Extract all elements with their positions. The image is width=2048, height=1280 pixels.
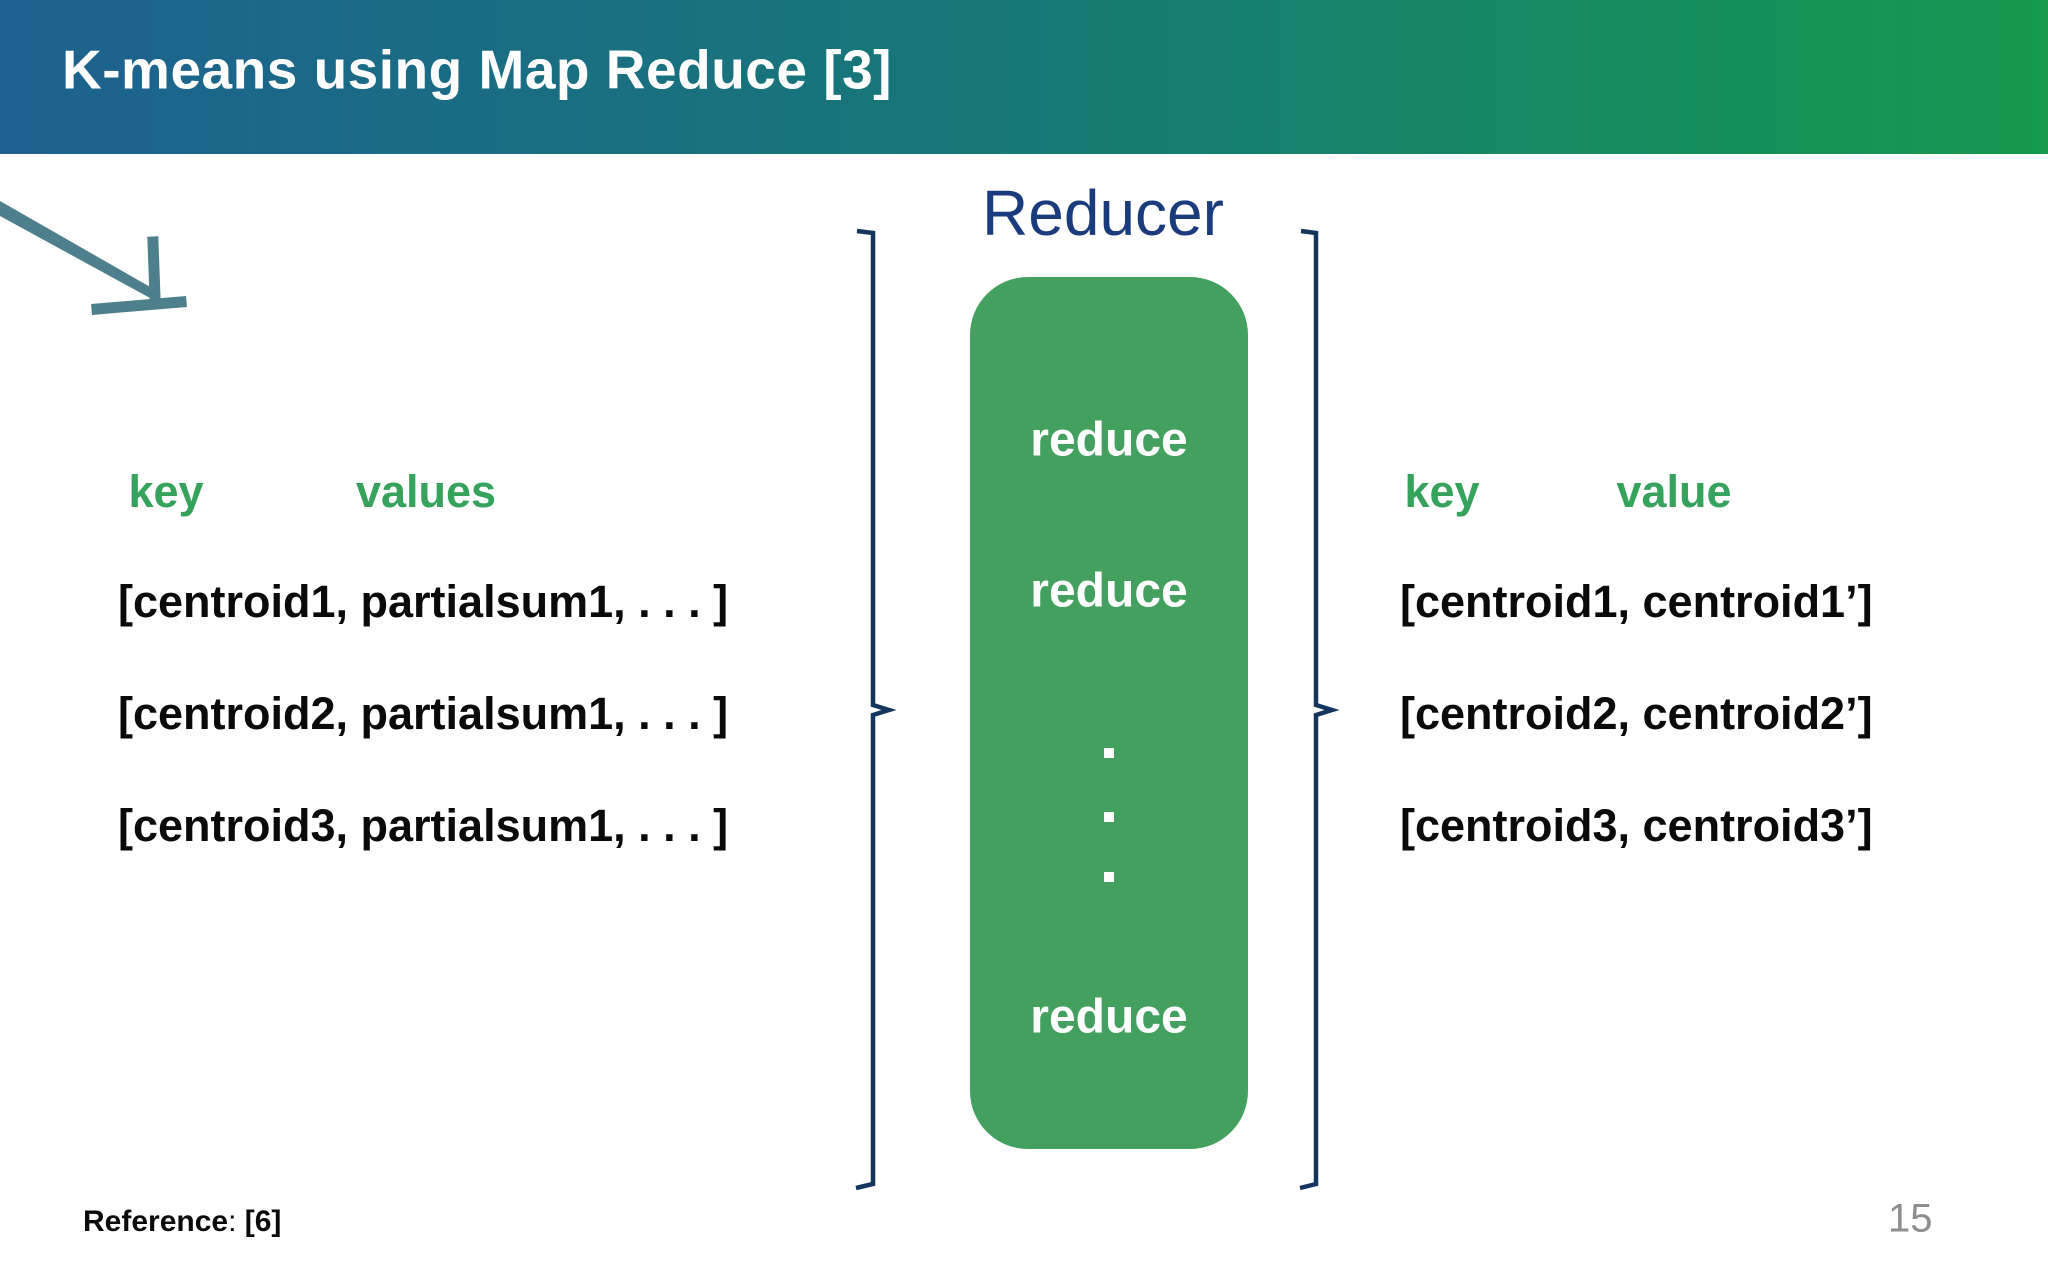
output-value-header: value <box>1616 466 1732 517</box>
ellipsis-dot <box>1104 748 1114 758</box>
reference-label: Reference <box>83 1205 229 1238</box>
reference-line: Reference: [6] <box>83 1205 281 1239</box>
input-values-header: values <box>355 466 497 517</box>
output-key-header: key <box>1404 466 1480 517</box>
reduce-step: reduce <box>1030 990 1188 1044</box>
reduce-step: reduce <box>1030 564 1188 618</box>
input-group-bracket-icon <box>855 228 897 1191</box>
input-row: [centroid3, partialsum1, . . . ] <box>118 800 729 851</box>
input-row: [centroid2, partialsum1, . . . ] <box>118 688 729 739</box>
slide-title: K-means using Map Reduce [3] <box>62 38 892 101</box>
annotation-arrow-icon <box>0 201 187 315</box>
output-group-bracket-icon <box>1299 228 1340 1191</box>
page-number: 15 <box>1888 1196 1933 1241</box>
reducer-label: Reducer <box>982 177 1224 249</box>
output-row: [centroid3, centroid3’] <box>1400 800 1873 851</box>
title-bar: K-means using Map Reduce [3] <box>0 0 2048 154</box>
input-key-header: key <box>128 466 204 517</box>
input-row: [centroid1, partialsum1, . . . ] <box>118 576 729 627</box>
reduce-step: reduce <box>1030 413 1188 467</box>
ellipsis-dot <box>1104 812 1114 822</box>
output-row: [centroid1, centroid1’] <box>1400 576 1873 627</box>
reducer-box: reduce reduce reduce <box>970 277 1248 1149</box>
ellipsis-dot <box>1104 872 1114 882</box>
output-row: [centroid2, centroid2’] <box>1400 688 1873 739</box>
reference-value: [6] <box>244 1205 282 1238</box>
reference-separator: : <box>228 1205 245 1238</box>
